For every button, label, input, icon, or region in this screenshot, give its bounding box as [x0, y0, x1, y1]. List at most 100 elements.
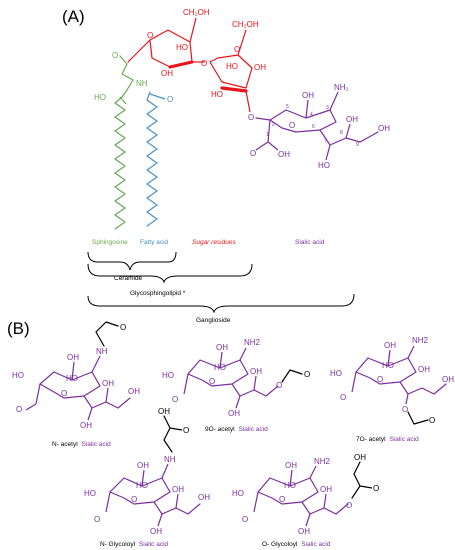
sugar2-oh-2: OH [254, 63, 266, 72]
7o-acetyl-side-chain [399, 381, 447, 395]
fatty-acid-carbonyl [149, 93, 166, 100]
o-glycoloyl-caption-suffix: Sialic acid [301, 541, 331, 548]
n-glycoloyl-nh: NH [164, 455, 176, 464]
sialic-acid-structure: O O OH NH₂ O OH HO OH OH 1 2 3 4 5 6 7 8… [248, 83, 390, 170]
sugar-ring-1-bold-edge [168, 60, 194, 69]
sialic-c8-oh-bond [345, 123, 351, 139]
carbon-number-1: 1 [266, 132, 269, 138]
n-acetyl-sialic-acid: O OH HO NH O HO O OH OH OH N- acetyl Sia… [12, 321, 140, 448]
sphingosine-o: O [112, 51, 118, 60]
sialic-carboxyl-oh: OH [278, 150, 290, 159]
n-glycoloyl-carbonyl-o: O [183, 426, 189, 435]
9o-acetyl-c5-nh2 [239, 347, 247, 361]
sialic-oh-c9: OH [378, 124, 390, 133]
sugar2-oh-1: HO [226, 62, 238, 71]
9o-acetyl-caption: 9O- acetyl Sialic acid [205, 426, 268, 433]
7o-acetyl-c1-o: O [340, 393, 346, 402]
7o-acetyl-o7: O [402, 405, 408, 414]
n-glycoloyl-oh: OH [158, 407, 170, 416]
sugar-residues-label: Sugar residues [192, 239, 236, 246]
sialic-c5-nh2-bond [329, 91, 339, 111]
9o-acetyl-ho-c4: HO [214, 363, 226, 372]
o-glycoloyl-oh-c8: OH [320, 485, 332, 494]
o-glycoloyl-c1 [253, 491, 259, 513]
n-acetyl-c8-oh [105, 387, 109, 403]
n-glycoloyl-c1-o: O [94, 515, 100, 524]
9o-acetyl-ho-c2: HO [162, 371, 174, 380]
sialic-oh-c8: OH [346, 115, 358, 124]
n-acetyl-c4-oh [71, 361, 75, 381]
sialic-side-chain [319, 129, 379, 146]
7o-acetyl-ring-o: O [377, 375, 383, 384]
7o-acetyl-oh-c8: OH [418, 365, 430, 374]
o-glycoloyl-caption: O- Glycoloyl Sialic acid [262, 541, 331, 548]
9o-acetyl-c8-oh [253, 375, 257, 391]
fatty-acid-chain [146, 91, 158, 227]
7o-acetyl-c5-nh2 [407, 345, 415, 359]
o-glycoloyl-c8-oh [323, 493, 327, 509]
o-glycoloyl-glycoloyl-group [351, 461, 361, 499]
n-acetyl-acetyl-group [95, 321, 119, 347]
7o-acetyl-c4-oh [387, 349, 391, 367]
sugar-link-2 [245, 90, 251, 113]
o-glycoloyl-c7-oh [305, 513, 311, 527]
sialic-c7-oh-bond [325, 144, 331, 161]
9o-acetyl-carbonyl-o: O [304, 370, 310, 379]
7o-acetyl-ho-c2: HO [330, 369, 342, 378]
o-glycoloyl-c1-o: O [242, 515, 248, 524]
9o-acetyl-ring-o: O [209, 377, 215, 386]
n-acetyl-ho-c4: HO [66, 374, 78, 383]
7o-acetyl-acetyl-group [407, 411, 429, 425]
n-glycoloyl-oh-c7: OH [150, 527, 162, 536]
n-glycoloyl-ring [109, 477, 171, 505]
n-glycoloyl-carbonyl [169, 427, 183, 431]
7o-acetyl-sialic-acid: O OH NH2 HO HO O OH OH O O 7O- acetyl Si… [330, 336, 454, 443]
o-glycoloyl-carbonyl-o: O [373, 484, 379, 493]
9o-acetyl-o9: O [276, 381, 282, 390]
sugar-link-o: O [201, 59, 207, 68]
9o-acetyl-sialic-acid: O OH NH2 HO HO O OH OH O O 9O- acetyl Si… [162, 338, 310, 433]
n-acetyl-carbonyl-o: O [120, 323, 126, 332]
glycosphingolipid-brace [87, 263, 253, 284]
n-acetyl-ho-c2: HO [12, 371, 24, 380]
o-glycoloyl-sialic-acid: O OH NH2 HO HO O OH OH O OH O O- Glycolo… [232, 453, 379, 548]
sphingosine-label: Sphingosine [92, 239, 128, 246]
sialic-ring [255, 109, 337, 133]
sugar-residues-structure: O CH₂OH HO OH O CH₂OH O HO OH HO [127, 8, 266, 113]
carbon-number-5: 5 [286, 104, 289, 110]
9o-acetyl-caption-prefix: 9O- acetyl [205, 426, 235, 433]
sialic-link-o: O [248, 113, 254, 122]
o-glycoloyl-oh-c4: OH [285, 461, 297, 470]
n-glycoloyl-glycoloyl-group [163, 415, 173, 453]
n-glycoloyl-caption-suffix: Sialic acid [139, 541, 169, 548]
7o-acetyl-nh2: NH2 [412, 336, 429, 345]
n-glycoloyl-c4-oh [141, 469, 145, 487]
fatty-acid-o: O [167, 95, 173, 104]
n-acetyl-caption-prefix: N- acetyl [52, 441, 78, 448]
sphingosine-chain [114, 96, 126, 230]
7o-acetyl-oh-c4: OH [384, 341, 396, 350]
7o-acetyl-caption-suffix: Sialic acid [389, 436, 419, 443]
n-glycoloyl-oh-c9: OH [198, 493, 210, 502]
sugar1-oh-1: HO [176, 43, 188, 52]
n-acetyl-ring [39, 371, 101, 399]
n-acetyl-oh-c9: OH [128, 387, 140, 396]
sialic-acid-label: Sialic acid [295, 239, 325, 246]
carbon-number-8: 8 [340, 130, 343, 136]
9o-acetyl-oh-c7: OH [228, 409, 240, 418]
o-glycoloyl-nh2: NH2 [314, 457, 331, 466]
7o-acetyl-carbonyl-o: O [429, 416, 435, 425]
n-acetyl-ring-o: O [61, 389, 67, 398]
n-glycoloyl-c8-oh [175, 493, 179, 509]
carbon-number-4: 4 [310, 112, 313, 118]
7o-acetyl-ho-c4: HO [382, 361, 394, 370]
n-acetyl-oh-c7: OH [80, 421, 92, 430]
sugar1-ring-o: O [147, 31, 153, 40]
7o-acetyl-oh-c9: OH [442, 375, 454, 384]
n-glycoloyl-ho-c4: HO [136, 481, 148, 490]
ganglioside-label: Ganglioside [196, 317, 231, 324]
sialic-c4-oh-bond [305, 99, 309, 119]
7o-acetyl-c7-o [405, 393, 409, 405]
carbon-number-7: 7 [324, 138, 327, 144]
